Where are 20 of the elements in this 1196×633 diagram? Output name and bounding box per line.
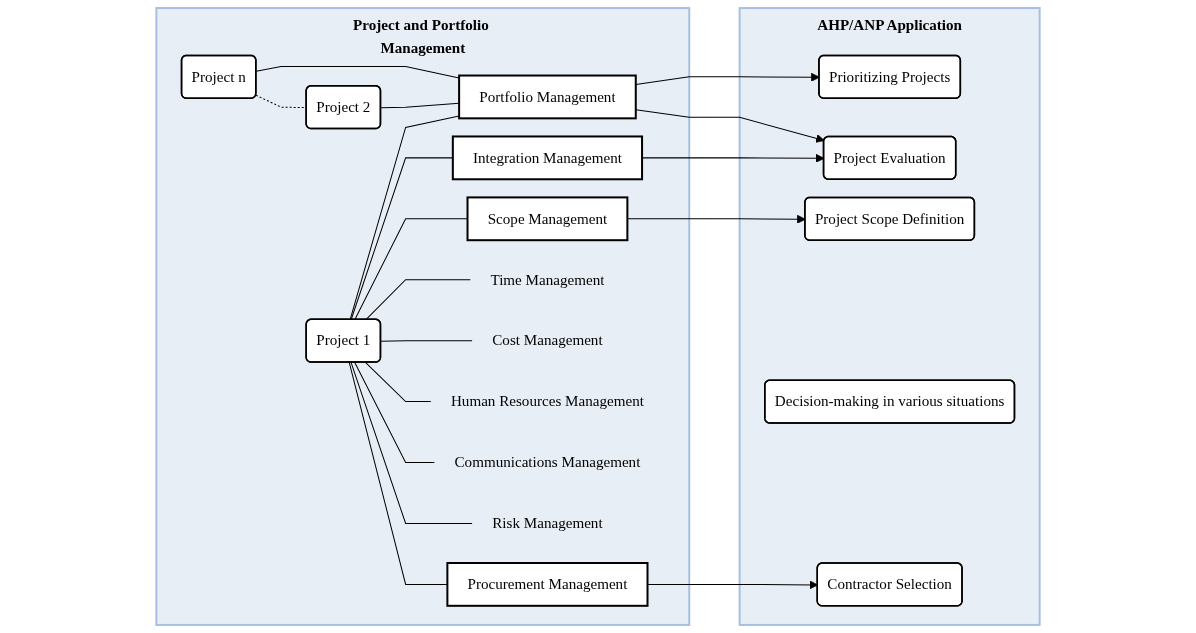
node-text: Cost Management	[492, 332, 603, 349]
node-box: Portfolio Management	[458, 74, 637, 120]
connector	[255, 66, 460, 79]
node-text: Communications Management	[454, 454, 641, 471]
node-text: Time Management	[490, 271, 605, 288]
node-box: Scope Management	[466, 196, 629, 242]
arrow	[635, 109, 825, 143]
node-box: Integration Management	[451, 135, 644, 181]
node-text: Human Resources Management	[450, 393, 644, 410]
connector	[348, 362, 448, 585]
connector	[365, 279, 471, 321]
connector	[365, 362, 432, 403]
node-text: Risk Management	[492, 515, 603, 532]
node-box: Procurement Management	[446, 562, 649, 607]
connector	[380, 102, 460, 109]
connector	[349, 115, 460, 321]
connector	[354, 362, 435, 464]
connector	[350, 362, 473, 524]
connector	[380, 340, 473, 342]
connector	[354, 218, 469, 321]
